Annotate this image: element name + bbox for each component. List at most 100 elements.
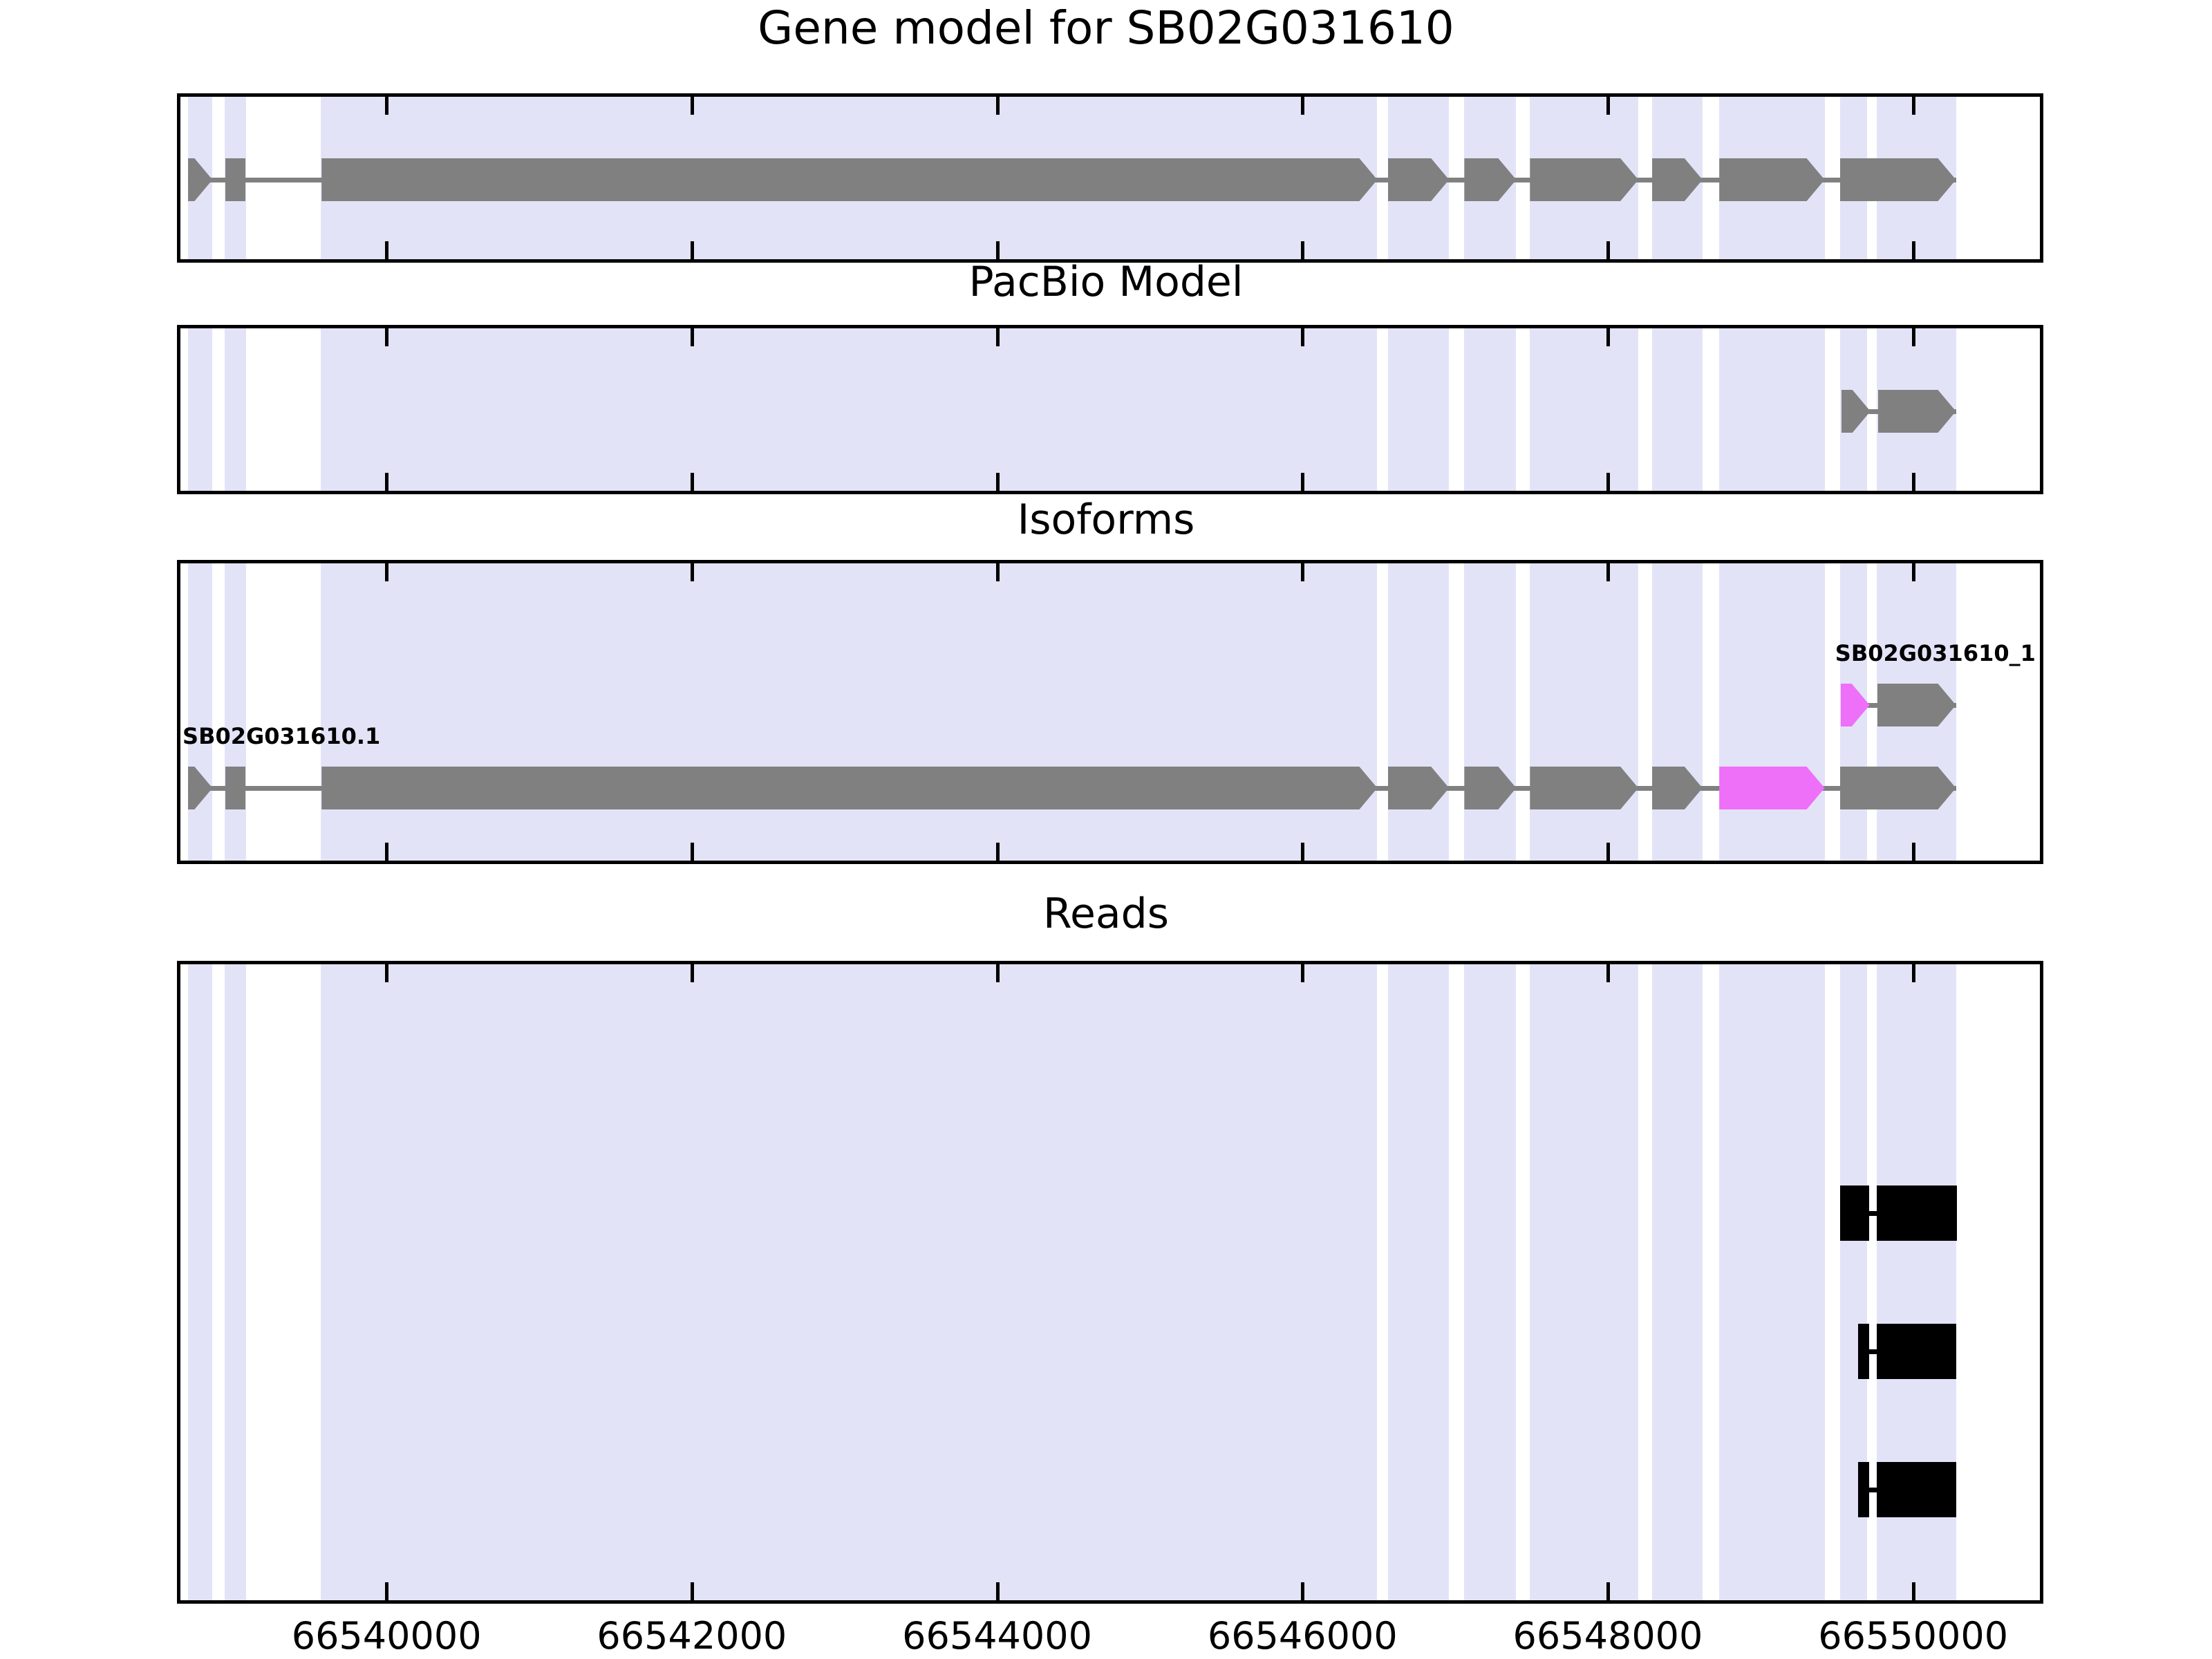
read-block	[1858, 1324, 1869, 1379]
highlight-band	[1719, 563, 1825, 861]
highlight-band	[321, 563, 1378, 861]
axis-tick	[1911, 328, 1915, 346]
panel-title-pacbio: PacBio Model	[968, 258, 1244, 306]
exon-block	[321, 158, 1377, 201]
highlight-band	[188, 563, 213, 861]
x-axis-tick-label: 66544000	[902, 1614, 1092, 1658]
axis-tick	[1301, 328, 1305, 346]
highlight-band	[1719, 964, 1825, 1600]
axis-tick	[385, 843, 389, 861]
panel-reads	[177, 961, 2043, 1604]
axis-tick	[1606, 563, 1610, 581]
read-block	[1839, 1185, 1869, 1241]
axis-tick	[1911, 843, 1915, 861]
highlight-band	[225, 563, 246, 861]
exon-block	[1878, 390, 1956, 433]
x-axis-tick-label: 66550000	[1818, 1614, 2009, 1658]
highlight-band	[225, 964, 246, 1600]
panel-pacbio-model	[177, 325, 2043, 494]
axis-tick	[1606, 241, 1610, 259]
exon-block	[1719, 158, 1824, 201]
axis-tick	[385, 964, 389, 982]
axis-tick	[995, 241, 1000, 259]
axis-tick	[1606, 843, 1610, 861]
axis-tick	[1911, 563, 1915, 581]
read-block	[1876, 1185, 1957, 1241]
exon-block	[225, 767, 245, 809]
axis-tick	[690, 843, 694, 861]
highlight-band	[188, 964, 213, 1600]
panel-title-reads: Reads	[1042, 890, 1170, 938]
highlight-band	[1719, 328, 1825, 491]
axis-tick	[1911, 241, 1915, 259]
exon-block	[1877, 684, 1956, 727]
axis-tick	[995, 964, 1000, 982]
axis-tick	[1301, 473, 1305, 491]
axis-tick	[690, 473, 694, 491]
highlight-band	[1387, 563, 1450, 861]
x-axis-tick-label: 66542000	[597, 1614, 787, 1658]
axis-tick	[995, 97, 1000, 115]
highlight-band	[1652, 328, 1703, 491]
axis-tick	[690, 1582, 694, 1600]
axis-tick	[1606, 473, 1610, 491]
read-block	[1876, 1462, 1956, 1517]
axis-tick	[1301, 1582, 1305, 1600]
axis-tick	[385, 241, 389, 259]
axis-tick	[995, 563, 1000, 581]
axis-tick	[1606, 964, 1610, 982]
highlight-band	[188, 328, 213, 491]
page-title: Gene model for SB02G031610	[758, 1, 1454, 55]
axis-tick	[690, 241, 694, 259]
x-axis-tick-label: 66546000	[1207, 1614, 1398, 1658]
read-block	[1858, 1462, 1869, 1517]
axis-tick	[995, 843, 1000, 861]
exon-block	[1530, 767, 1638, 809]
x-axis-tick-label: 66548000	[1512, 1614, 1703, 1658]
highlight-band	[1464, 328, 1517, 491]
highlight-band	[1652, 964, 1703, 1600]
axis-tick	[995, 1582, 1000, 1600]
highlight-band	[1530, 563, 1639, 861]
axis-tick	[1301, 97, 1305, 115]
exon-block	[1840, 158, 1956, 201]
highlight-band	[1530, 964, 1639, 1600]
exon-block	[225, 158, 245, 201]
highlight-band	[1387, 964, 1450, 1600]
exon-block	[1840, 767, 1956, 809]
axis-tick	[385, 328, 389, 346]
highlight-band	[321, 328, 1378, 491]
panel-title-isoforms: Isoforms	[1017, 496, 1195, 544]
exon-block	[1719, 767, 1824, 809]
axis-tick	[385, 1582, 389, 1600]
axis-tick	[385, 97, 389, 115]
axis-tick	[1301, 563, 1305, 581]
axis-tick	[385, 563, 389, 581]
axis-tick	[995, 328, 1000, 346]
panel-gene-model	[177, 93, 2043, 263]
highlight-band	[225, 328, 246, 491]
axis-tick	[690, 97, 694, 115]
axis-tick	[1606, 328, 1610, 346]
axis-tick	[1911, 473, 1915, 491]
axis-tick	[1911, 1582, 1915, 1600]
x-axis-tick-label: 66540000	[291, 1614, 482, 1658]
axis-tick	[1301, 964, 1305, 982]
read-block	[1876, 1324, 1956, 1379]
axis-tick	[995, 473, 1000, 491]
axis-tick	[1606, 1582, 1610, 1600]
axis-tick	[1606, 97, 1610, 115]
axis-tick	[690, 328, 694, 346]
axis-tick	[385, 473, 389, 491]
highlight-band	[1464, 964, 1517, 1600]
highlight-band	[321, 964, 1378, 1600]
axis-tick	[1301, 241, 1305, 259]
highlight-band	[1530, 328, 1639, 491]
axis-tick	[1911, 97, 1915, 115]
axis-tick	[690, 563, 694, 581]
exon-block	[321, 767, 1377, 809]
feature-label: SB02G031610_1	[1835, 640, 2036, 666]
axis-tick	[690, 964, 694, 982]
